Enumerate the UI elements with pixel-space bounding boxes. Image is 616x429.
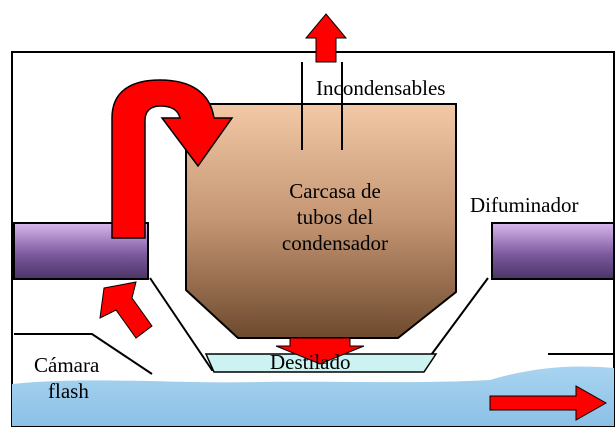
flash-chamber-label-line1: Cámara	[34, 353, 100, 377]
condenser-shell	[185, 103, 457, 339]
condenser-shell-label: Carcasa de tubos del condensador	[281, 179, 389, 255]
brine-out-arrow-icon	[489, 385, 608, 421]
diffuser-pipe	[491, 222, 615, 280]
brine-flow	[12, 366, 614, 426]
flash-chamber-wall	[14, 333, 153, 375]
noncondensables-arrow-icon	[304, 13, 348, 63]
flash-chamber-label-line2: flash	[48, 379, 89, 403]
distillate-label: Destilado	[270, 350, 351, 374]
vapour-curve-arrow-icon	[111, 79, 234, 239]
diffuser-label: Difuminador	[470, 193, 579, 217]
left-pipe	[13, 222, 149, 280]
noncondensables-label: Incondensables	[316, 76, 446, 100]
distillate-arrow-icon	[275, 337, 365, 365]
vapour-rise-arrow-icon	[99, 281, 153, 339]
